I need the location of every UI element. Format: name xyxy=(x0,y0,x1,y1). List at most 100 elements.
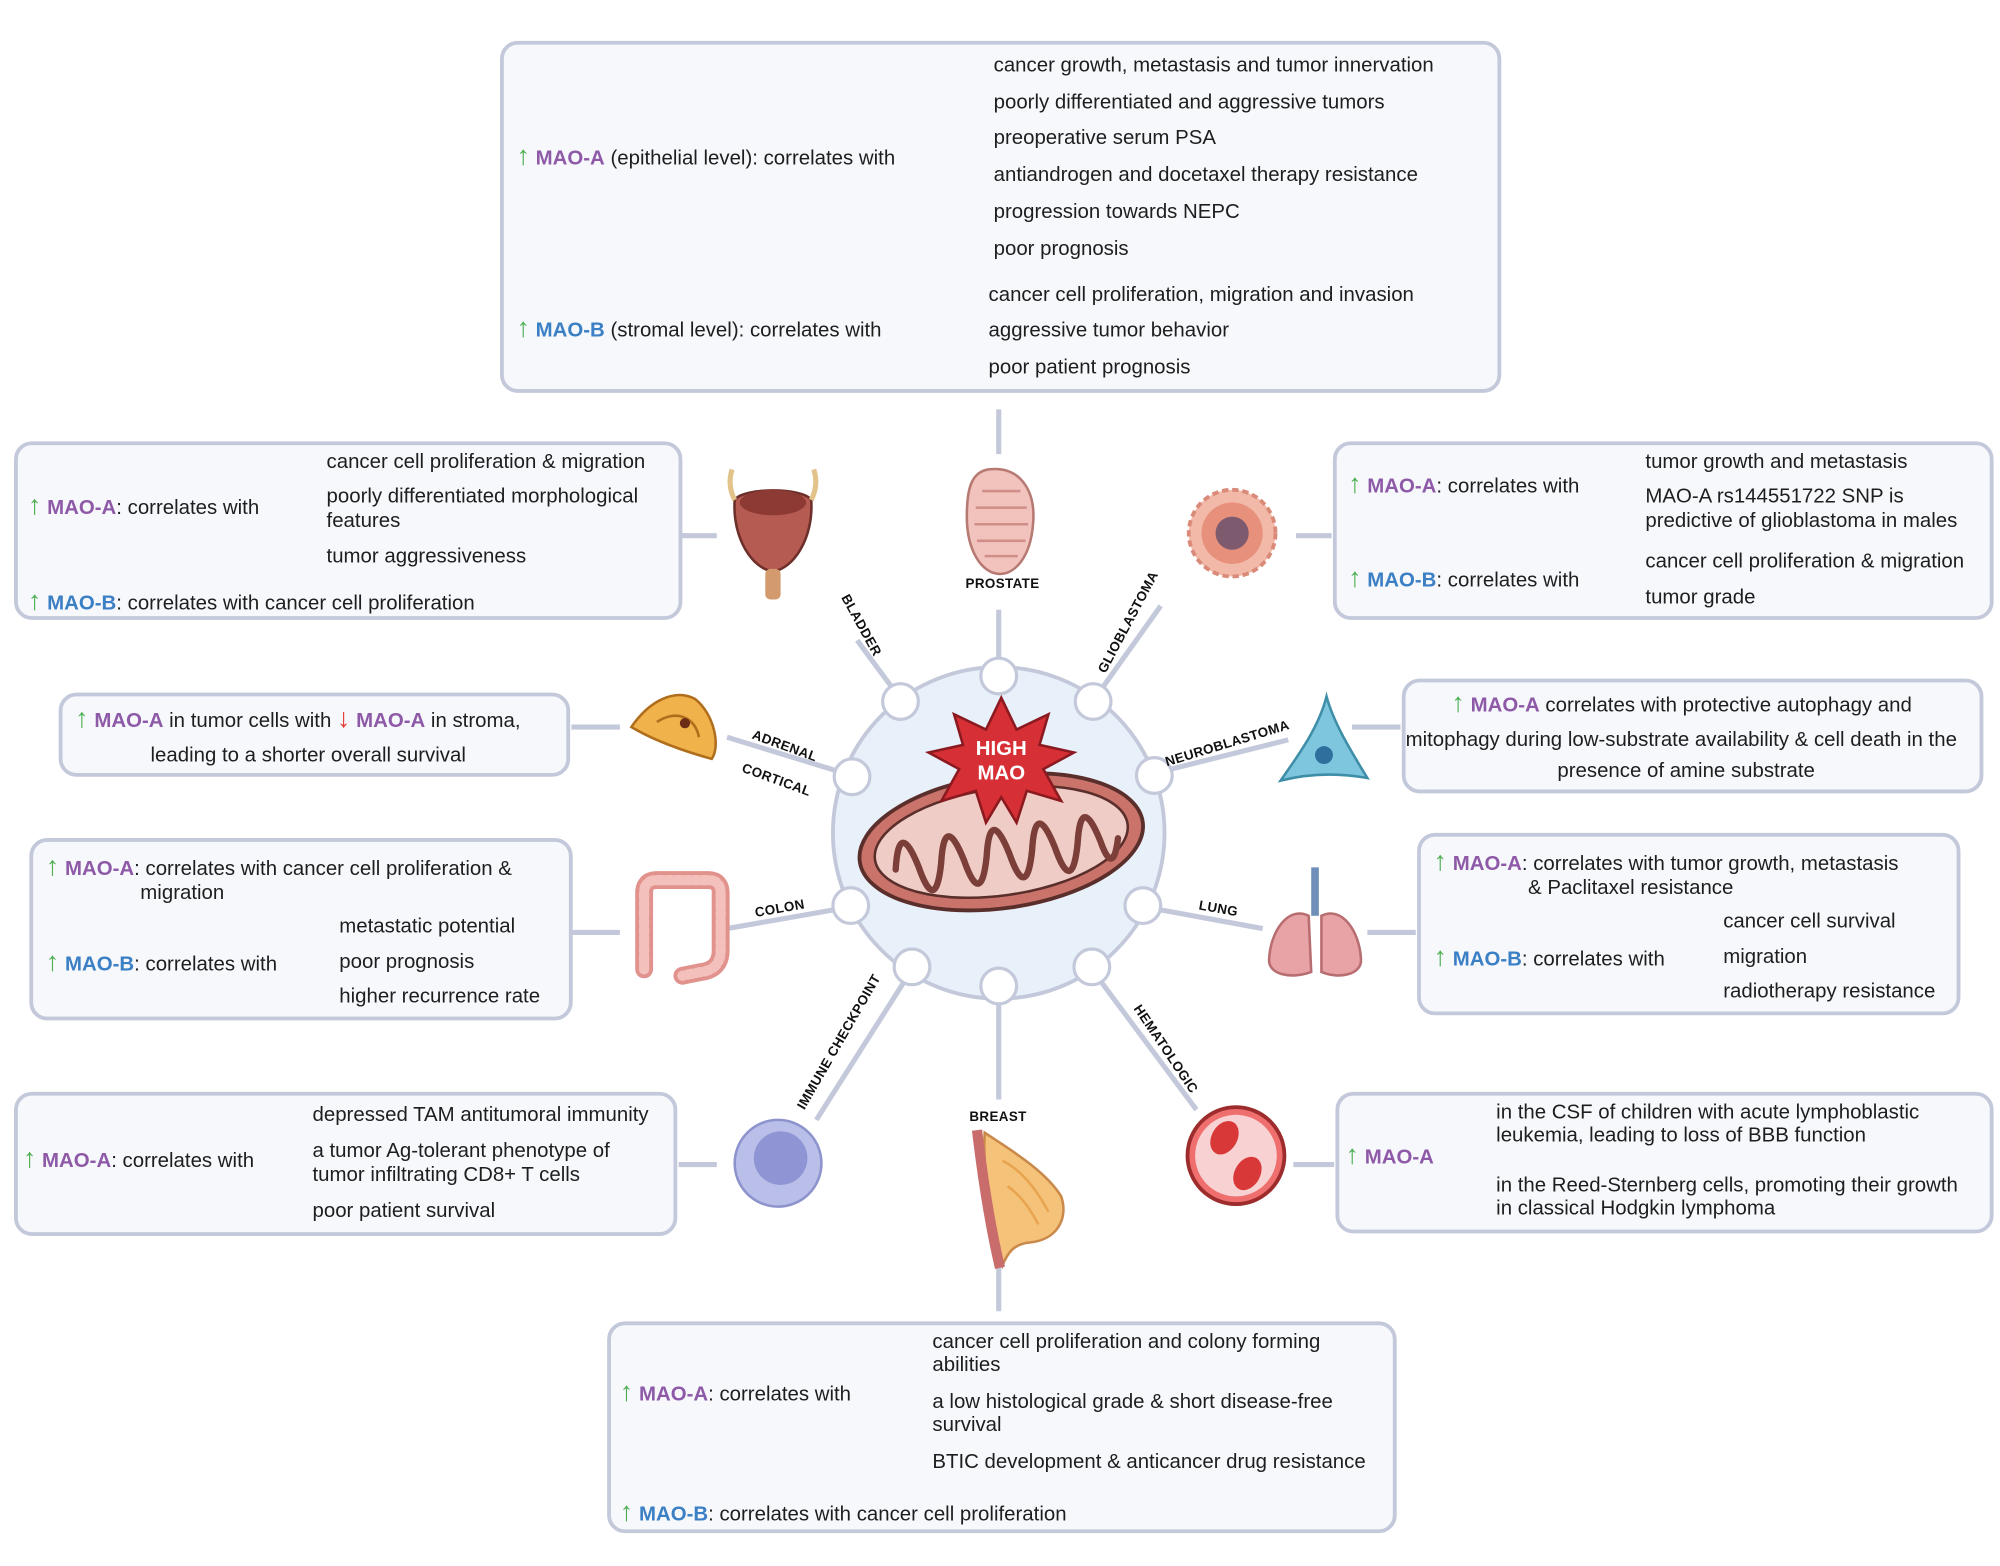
breast-mao-a-text: : correlates with xyxy=(708,1383,852,1406)
glioblastoma-icon xyxy=(1186,487,1278,579)
lung-mao-a-text-2: & Paclitaxel resistance xyxy=(1528,877,1734,900)
lung-mao-b-text: : correlates with xyxy=(1521,948,1665,971)
mao-a-label: MAO-A xyxy=(1470,695,1540,717)
glioblastoma-a-item-3: predictive of glioblastoma in males xyxy=(1645,510,1958,532)
mao-b-label: MAO-B xyxy=(47,593,117,615)
mao-b-label: MAO-B xyxy=(535,320,605,342)
breast-icon xyxy=(971,1129,1065,1270)
up-arrow-icon: ↑ xyxy=(28,586,42,617)
prostate-a-item-5: progression towards NEPC xyxy=(993,201,1240,224)
lung-mao-a-line: ↑ MAO-A: correlates with tumor growth, m… xyxy=(1433,846,1899,877)
colon-b-item-1: metastatic potential xyxy=(339,915,516,938)
prostate-b-item-3: poor patient prognosis xyxy=(988,357,1191,379)
adrenal-text-1: in tumor cells with xyxy=(163,710,338,733)
glioblastoma-mao-a-text: : correlates with xyxy=(1436,475,1580,498)
high-mao-line1: HIGH xyxy=(975,738,1027,761)
prostate-b-item-1: cancer cell proliferation, migration and… xyxy=(988,284,1414,307)
immune-mao-a-text: : correlates with xyxy=(111,1150,255,1173)
immune-a-item-4: poor patient survival xyxy=(312,1200,496,1222)
adrenal-line-2: leading to a shorter overall survival xyxy=(150,744,466,767)
glioblastoma-b-item-2: tumor grade xyxy=(1645,586,1756,609)
high-mao-star xyxy=(924,694,1078,826)
colon-mao-a-text: : correlates with cancer cell proliferat… xyxy=(134,858,512,881)
prostate-a-item-2: poorly differentiated and aggressive tum… xyxy=(993,91,1385,114)
mao-b-label: MAO-B xyxy=(1367,570,1437,592)
bladder-mao-b-text: : correlates with cancer cell proliferat… xyxy=(116,593,475,615)
immune-a-item-2: a tumor Ag-tolerant phenotype of xyxy=(312,1140,610,1162)
hematologic-a-item-1: in the CSF of children with acute lympho… xyxy=(1496,1102,1920,1124)
bladder-a-item-1: cancer cell proliferation & migration xyxy=(326,451,646,474)
up-arrow-icon: ↑ xyxy=(1451,688,1465,719)
neuroblastoma-line-3: presence of amine substrate xyxy=(1557,760,1815,782)
up-arrow-icon: ↑ xyxy=(516,313,530,344)
organ-label-prostate: PROSTATE xyxy=(965,576,1040,592)
breast-a-item-1: cancer cell proliferation and colony for… xyxy=(932,1331,1321,1354)
up-arrow-icon: ↑ xyxy=(1433,942,1448,972)
neuroblastoma-text-1: correlates with protective autophagy and xyxy=(1539,695,1912,717)
lung-mao-b-line: ↑ MAO-B: correlates with xyxy=(1433,942,1665,972)
breast-mao-a-line: ↑ MAO-A: correlates with xyxy=(620,1379,852,1407)
prostate-a-item-1: cancer growth, metastasis and tumor inne… xyxy=(993,54,1434,77)
adrenal-box xyxy=(58,692,571,777)
bladder-mao-a-line: ↑ MAO-A: correlates with xyxy=(28,491,260,521)
colon-icon xyxy=(635,871,730,985)
prostate-a-item-3: preoperative serum PSA xyxy=(993,127,1216,150)
prostate-mao-a-text: (epithelial level): correlates with xyxy=(604,147,896,170)
up-arrow-icon: ↑ xyxy=(1348,469,1362,499)
spokes xyxy=(571,409,1416,1312)
colon-box xyxy=(29,838,573,1021)
glioblastoma-mao-a-line: ↑ MAO-A: correlates with xyxy=(1348,469,1580,499)
bladder-box xyxy=(14,441,683,620)
neuroblastoma-line-2: mitophagy during low-substrate availabil… xyxy=(1405,729,1957,752)
lung-b-item-1: cancer cell survival xyxy=(1723,910,1896,933)
adrenal-line-1: ↑ MAO-A in tumor cells with ↓ MAO-A in s… xyxy=(75,705,521,734)
adrenal-icon xyxy=(629,693,717,761)
breast-a-item-5: BTIC development & anticancer drug resis… xyxy=(932,1451,1366,1474)
glioblastoma-a-item-1: tumor growth and metastasis xyxy=(1645,451,1908,474)
colon-b-item-2: poor prognosis xyxy=(339,951,475,974)
mao-a-label: MAO-A xyxy=(64,858,135,881)
hematologic-icon xyxy=(1185,1105,1287,1206)
bladder-mao-a-text: : correlates with xyxy=(116,497,260,520)
adrenal-text-2: in stroma, xyxy=(425,710,521,733)
colon-mao-a-text-2: migration xyxy=(140,882,225,905)
up-arrow-icon: ↑ xyxy=(516,141,530,171)
lung-b-item-3: radiotherapy resistance xyxy=(1723,980,1936,1003)
prostate-b-item-2: aggressive tumor behavior xyxy=(988,320,1230,342)
mao-a-label: MAO-A xyxy=(47,497,117,520)
bladder-icon xyxy=(727,468,819,600)
prostate-a-item-4: antiandrogen and docetaxel therapy resis… xyxy=(993,164,1418,187)
prostate-mao-b-line: ↑ MAO-B (stromal level): correlates with xyxy=(516,313,882,344)
immune-a-item-1: depressed TAM antitumoral immunity xyxy=(312,1104,649,1127)
glioblastoma-a-item-2: MAO-A rs144551722 SNP is xyxy=(1645,485,1904,508)
up-arrow-icon: ↑ xyxy=(1348,563,1362,594)
mao-a-label: MAO-A xyxy=(42,1150,112,1173)
lung-box xyxy=(1417,832,1961,1016)
lung-b-item-2: migration xyxy=(1723,946,1808,969)
mao-b-label: MAO-B xyxy=(1452,948,1522,971)
colon-mao-b-text: : correlates with xyxy=(134,954,278,976)
prostate-icon xyxy=(965,467,1035,576)
immune-cell-icon xyxy=(733,1118,823,1208)
hematologic-a-item-4: in classical Hodgkin lymphoma xyxy=(1496,1197,1776,1220)
mao-a-label: MAO-A xyxy=(1364,1146,1434,1169)
bladder-a-item-3: features xyxy=(326,510,401,532)
prostate-a-item-6: poor prognosis xyxy=(993,238,1129,261)
bladder-mao-b-line: ↑ MAO-B: correlates with cancer cell pro… xyxy=(28,586,475,617)
colon-mao-b-line: ↑ MAO-B: correlates with xyxy=(45,947,278,978)
hematologic-box xyxy=(1335,1091,1994,1234)
breast-box xyxy=(607,1321,1397,1534)
hematologic-a-item-3: in the Reed-Sternberg cells, promoting t… xyxy=(1496,1174,1958,1197)
glioblastoma-mao-b-text: : correlates with xyxy=(1436,570,1580,592)
up-arrow-icon: ↑ xyxy=(28,491,42,521)
up-arrow-icon: ↑ xyxy=(45,947,60,978)
mao-b-label: MAO-B xyxy=(638,1503,709,1526)
breast-mao-b-text: : correlates with cancer cell proliferat… xyxy=(708,1503,1067,1526)
organ-label-breast: BREAST xyxy=(969,1109,1027,1125)
hematologic-mao-a-line: ↑ MAO-A xyxy=(1346,1142,1434,1170)
prostate-mao-b-text: (stromal level): correlates with xyxy=(604,320,882,342)
up-arrow-icon: ↑ xyxy=(1433,846,1448,877)
glioblastoma-b-item-1: cancer cell proliferation & migration xyxy=(1645,551,1965,573)
colon-mao-a-line: ↑ MAO-A: correlates with cancer cell pro… xyxy=(46,853,512,882)
